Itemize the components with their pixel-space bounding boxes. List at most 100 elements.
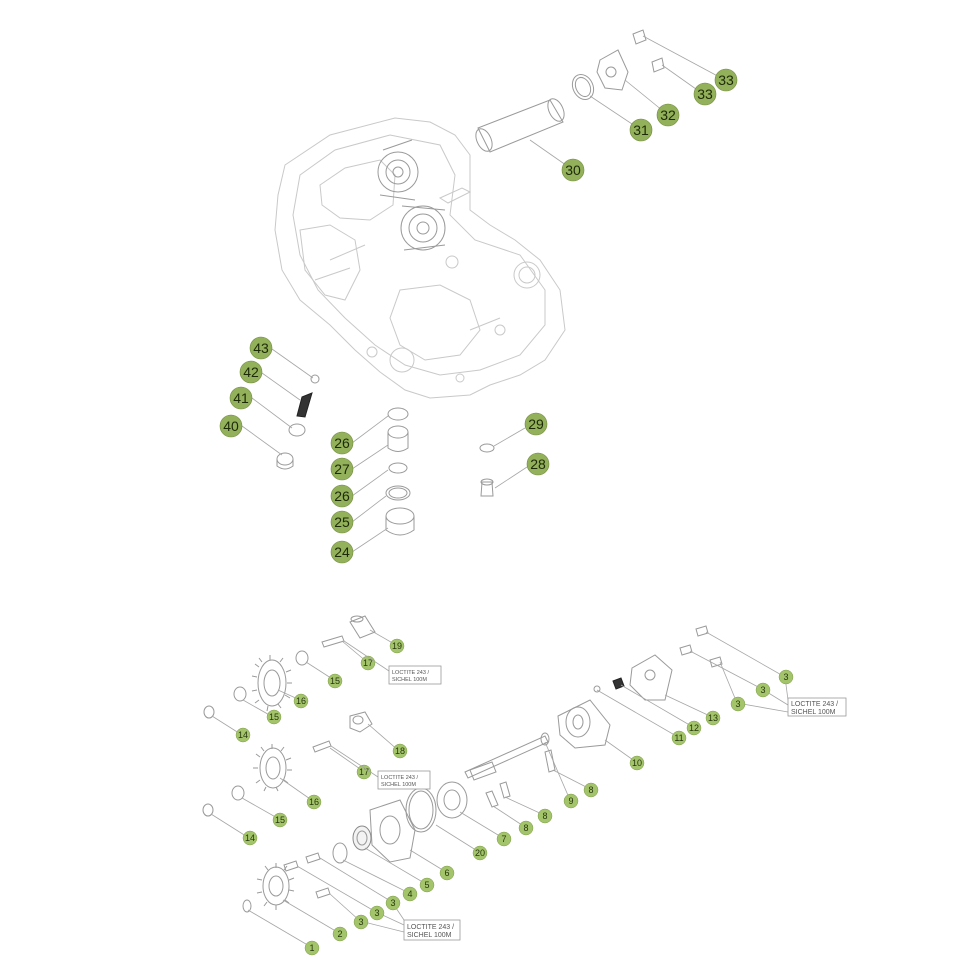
callout-3-e: 3	[369, 905, 385, 921]
svg-text:SICHEL 100M: SICHEL 100M	[392, 677, 427, 683]
top-callouts: 33 33 32 31 30 43 42 41 40 26 27 26 25 2…	[219, 68, 738, 564]
top-leader-lines	[241, 35, 726, 553]
svg-text:27: 27	[334, 461, 350, 477]
callout-20: 20	[472, 845, 488, 861]
callout-27: 27	[330, 457, 354, 481]
callout-30: 30	[561, 158, 585, 182]
svg-text:10: 10	[632, 758, 642, 768]
svg-text:43: 43	[253, 340, 269, 356]
svg-text:24: 24	[334, 544, 350, 560]
callout-8-a: 8	[583, 782, 599, 798]
gear-upper	[251, 655, 292, 712]
svg-text:8: 8	[588, 785, 593, 795]
svg-text:3: 3	[783, 672, 788, 682]
callout-33-a: 33	[714, 68, 738, 92]
callout-25: 25	[330, 510, 354, 534]
svg-text:33: 33	[697, 86, 713, 102]
callout-15-b: 15	[266, 709, 282, 725]
callout-42: 42	[239, 360, 263, 384]
svg-text:29: 29	[528, 416, 544, 432]
callout-9: 9	[563, 793, 579, 809]
callout-13: 13	[705, 710, 721, 726]
callout-33-b: 33	[693, 82, 717, 106]
svg-text:2: 2	[337, 929, 342, 939]
svg-text:LOCTITE 243 /: LOCTITE 243 /	[381, 775, 418, 781]
svg-text:7: 7	[501, 834, 506, 844]
svg-text:28: 28	[530, 456, 546, 472]
svg-text:5: 5	[424, 880, 429, 890]
svg-text:30: 30	[565, 162, 581, 178]
svg-text:9: 9	[568, 796, 573, 806]
gear-lower	[256, 863, 295, 910]
callout-2: 2	[332, 926, 348, 942]
callout-17-a: 17	[360, 655, 376, 671]
callout-8-b: 8	[537, 808, 553, 824]
callout-31: 31	[629, 118, 653, 142]
svg-text:1: 1	[309, 943, 314, 953]
callout-4: 4	[402, 886, 418, 902]
loctite-note-upper: LOCTITE 243 / SICHEL 100M	[388, 665, 442, 685]
svg-text:3: 3	[390, 898, 395, 908]
svg-text:6: 6	[444, 868, 449, 878]
svg-text:15: 15	[330, 676, 340, 686]
callout-26-a: 26	[330, 431, 354, 455]
callout-7: 7	[496, 831, 512, 847]
callout-12: 12	[686, 720, 702, 736]
callout-43: 43	[249, 336, 273, 360]
svg-text:16: 16	[309, 797, 319, 807]
callout-19: 19	[389, 638, 405, 654]
svg-text:25: 25	[334, 514, 350, 530]
svg-text:12: 12	[689, 723, 699, 733]
callout-40: 40	[219, 414, 243, 438]
callout-14-b: 14	[242, 830, 258, 846]
loctite-notes: LOCTITE 243 / SICHEL 100M LOCTITE 243 / …	[330, 640, 847, 941]
callout-3-d: 3	[385, 895, 401, 911]
svg-text:40: 40	[223, 418, 239, 434]
svg-text:4: 4	[407, 889, 412, 899]
callout-18: 18	[392, 743, 408, 759]
svg-text:15: 15	[269, 712, 279, 722]
loctite-note-lower: LOCTITE 243 / SICHEL 100M	[403, 919, 461, 941]
svg-text:26: 26	[334, 435, 350, 451]
callout-32: 32	[656, 103, 680, 127]
bottom-parts	[202, 615, 723, 913]
callout-10: 10	[629, 755, 645, 771]
svg-text:SICHEL 100M: SICHEL 100M	[381, 782, 416, 788]
callout-3-c: 3	[730, 696, 746, 712]
callout-16-b: 16	[306, 794, 322, 810]
callout-8-c: 8	[518, 820, 534, 836]
top-parts	[276, 29, 665, 536]
svg-text:41: 41	[233, 390, 249, 406]
svg-text:8: 8	[523, 823, 528, 833]
svg-text:11: 11	[674, 733, 683, 743]
callout-15-c: 15	[272, 812, 288, 828]
svg-text:3: 3	[374, 908, 379, 918]
svg-text:3: 3	[760, 685, 765, 695]
svg-text:31: 31	[633, 122, 649, 138]
callout-3-a: 3	[778, 669, 794, 685]
svg-text:3: 3	[358, 917, 363, 927]
callout-14-a: 14	[235, 727, 251, 743]
crankcase-drawing	[274, 117, 566, 399]
svg-text:26: 26	[334, 488, 350, 504]
svg-text:14: 14	[238, 730, 248, 740]
callout-3-f: 3	[353, 914, 369, 930]
callout-11: 11	[671, 730, 687, 746]
svg-text:LOCTITE 243 /: LOCTITE 243 /	[392, 670, 429, 676]
bottom-leader-lines	[210, 629, 789, 948]
svg-text:14: 14	[245, 833, 255, 843]
callout-29: 29	[524, 412, 548, 436]
svg-text:LOCTITE 243 /: LOCTITE 243 /	[791, 701, 838, 708]
svg-text:18: 18	[395, 746, 405, 756]
callout-16-a: 16	[293, 693, 309, 709]
svg-text:13: 13	[708, 713, 718, 723]
svg-text:SICHEL 100M: SICHEL 100M	[407, 932, 452, 939]
callout-26-b: 26	[330, 484, 354, 508]
svg-text:42: 42	[243, 364, 259, 380]
callout-24: 24	[330, 540, 354, 564]
callout-28: 28	[526, 452, 550, 476]
svg-text:LOCTITE 243 /: LOCTITE 243 /	[407, 924, 454, 931]
callout-41: 41	[229, 386, 253, 410]
svg-text:16: 16	[296, 696, 306, 706]
